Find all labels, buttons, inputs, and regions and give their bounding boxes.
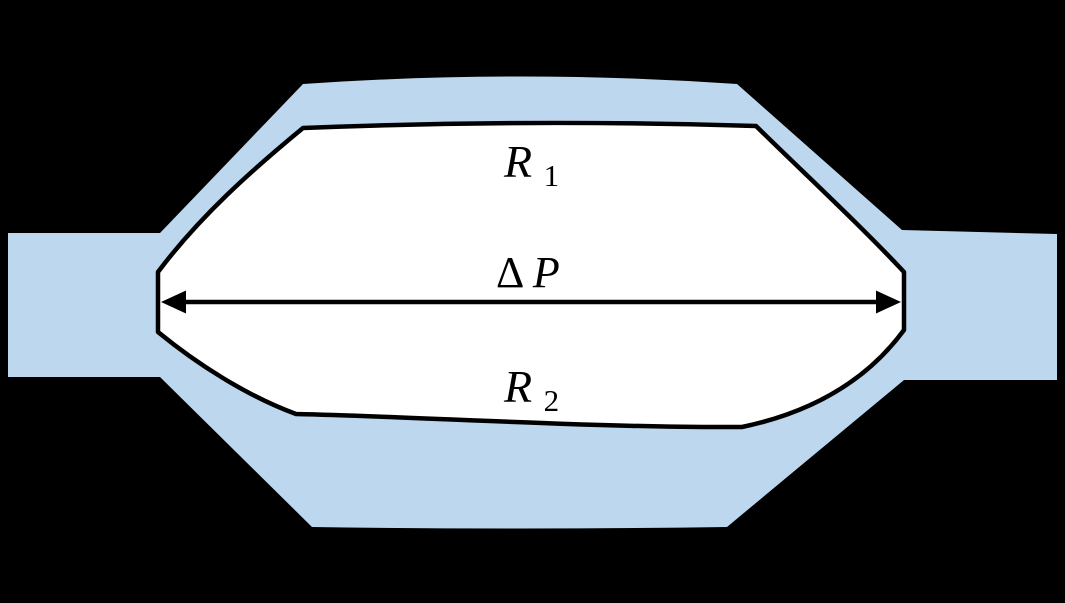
label-p: P — [532, 248, 560, 297]
right-arrowhead — [876, 290, 901, 314]
label-r2-base: R — [503, 361, 532, 412]
label-r1-subscript: 1 — [544, 158, 560, 193]
label-r2-subscript: 2 — [544, 383, 560, 418]
label-r1-base: R — [503, 136, 532, 187]
label-delta: Δ — [496, 248, 523, 297]
label-r2: R 2 — [503, 361, 559, 418]
label-r1: R 1 — [503, 136, 559, 193]
lumen-inner-shape — [155, 120, 907, 430]
delta-p-arrow — [161, 290, 901, 314]
left-arrowhead — [161, 290, 186, 314]
label-delta-p: Δ P — [496, 248, 560, 297]
